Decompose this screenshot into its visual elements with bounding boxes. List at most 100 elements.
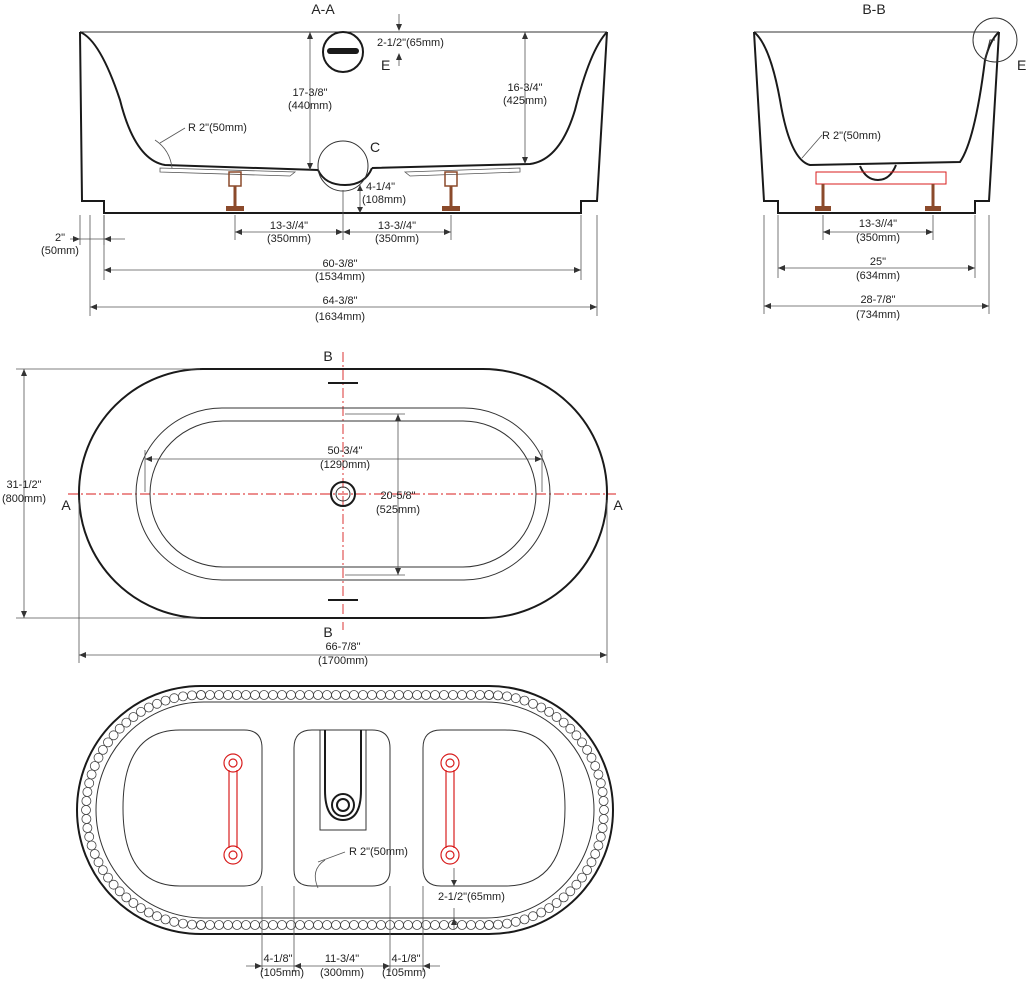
bottom-drain-outer bbox=[331, 793, 355, 817]
flute-bead bbox=[103, 737, 113, 748]
bottom-radius-label: R 2"(50mm) bbox=[349, 846, 408, 858]
flute-bead bbox=[551, 898, 562, 908]
flute-bead bbox=[394, 690, 404, 700]
plan-drain-outer bbox=[330, 481, 356, 507]
flute-bead bbox=[160, 914, 171, 925]
leg-right-label-2: (350mm) bbox=[375, 233, 419, 245]
flute-bead bbox=[448, 690, 458, 700]
flute-bead bbox=[214, 690, 224, 700]
flute-bead bbox=[93, 857, 104, 868]
flute-bead bbox=[536, 907, 547, 918]
flute-bead bbox=[81, 805, 91, 815]
flute-bead bbox=[582, 865, 592, 875]
section-b-label-top: B bbox=[323, 348, 332, 364]
flute-bead bbox=[277, 690, 287, 700]
flute-bead bbox=[82, 787, 93, 797]
detail-c-circle bbox=[317, 140, 369, 192]
flute-bead bbox=[313, 920, 323, 930]
flute-bead bbox=[493, 690, 503, 701]
section-bb-radius-label: R 2"(50mm) bbox=[822, 130, 881, 142]
flute-bead bbox=[89, 761, 100, 771]
flute-bead bbox=[457, 690, 467, 700]
bottom-drain-box bbox=[319, 729, 367, 831]
detail-e-label-bb: E bbox=[1017, 57, 1026, 73]
flute-bead bbox=[205, 690, 215, 700]
bottom-fluted-inner bbox=[95, 701, 595, 919]
base-length-label-2: (1534mm) bbox=[315, 271, 365, 283]
bb-leg-span-label-2: (350mm) bbox=[856, 232, 900, 244]
flute-bead bbox=[135, 903, 146, 913]
flute-bead bbox=[322, 920, 332, 930]
flute-bead bbox=[519, 914, 530, 925]
drain-height-arrows bbox=[357, 185, 363, 213]
flute-bead bbox=[241, 690, 251, 700]
overall-length-label-1: 64-3/8" bbox=[322, 295, 357, 307]
flute-bead bbox=[412, 920, 422, 930]
flute-bead bbox=[331, 920, 341, 930]
center-gap-label-2: (300mm) bbox=[320, 967, 364, 979]
bottom-drain-inner bbox=[336, 798, 350, 812]
flute-bead bbox=[593, 840, 604, 851]
flute-bead bbox=[590, 761, 601, 771]
flute-bead bbox=[403, 920, 413, 930]
edge-offset-label: 2-1/2"(65mm) bbox=[438, 891, 505, 903]
flute-bead bbox=[421, 690, 431, 700]
flute-bead bbox=[178, 918, 188, 929]
overall-depth-label-1: 17-3/8" bbox=[292, 87, 327, 99]
flute-bead bbox=[178, 691, 188, 702]
flute-bead bbox=[214, 920, 224, 930]
base-step-label-1: 2" bbox=[55, 232, 65, 244]
section-bb-title: B-B bbox=[862, 1, 885, 17]
overflow-fitting bbox=[322, 31, 364, 73]
flute-bead bbox=[114, 723, 125, 734]
flute-bead bbox=[502, 691, 512, 702]
section-b-label-bottom: B bbox=[323, 624, 332, 640]
flute-bead bbox=[484, 690, 494, 700]
flute-bead bbox=[466, 690, 476, 700]
flute-bead bbox=[599, 805, 609, 815]
flute-bead bbox=[304, 690, 314, 700]
section-bb-leg-frame bbox=[815, 171, 947, 185]
flute-bead bbox=[385, 690, 395, 700]
flute-bead bbox=[259, 920, 269, 930]
detail-e-label-aa: E bbox=[381, 57, 390, 73]
bottom-radius-leader bbox=[317, 851, 346, 863]
flute-bead bbox=[484, 920, 494, 930]
flute-bead bbox=[349, 690, 359, 700]
flute-bead bbox=[313, 690, 323, 700]
flute-bead bbox=[286, 690, 296, 700]
flute-bead bbox=[394, 920, 404, 930]
plan-length-label-2: (1700mm) bbox=[318, 655, 368, 667]
flute-bead bbox=[86, 769, 97, 780]
flute-bead bbox=[598, 814, 609, 824]
flute-bead bbox=[558, 717, 569, 728]
flute-bead bbox=[241, 920, 251, 930]
bb-overall-width-label-2: (734mm) bbox=[856, 309, 900, 321]
flute-bead bbox=[340, 920, 350, 930]
flute-bead bbox=[466, 920, 476, 930]
flute-bead bbox=[430, 920, 440, 930]
flute-bead bbox=[81, 796, 92, 806]
pad-right-label-1: 4-1/8" bbox=[392, 953, 421, 965]
flute-bead bbox=[169, 693, 180, 704]
flute-bead bbox=[128, 712, 139, 722]
bottom-drain-pipe bbox=[324, 730, 362, 822]
bottom-center-channel bbox=[293, 729, 391, 887]
flute-bead bbox=[98, 865, 108, 875]
leg-right-label-1: 13-3//4" bbox=[378, 220, 416, 232]
flute-bead bbox=[103, 872, 113, 883]
flute-bead bbox=[259, 690, 269, 700]
leg-left-label-1: 13-3//4" bbox=[270, 220, 308, 232]
flute-bead bbox=[457, 920, 467, 930]
plan-inner-rim bbox=[135, 407, 551, 581]
plan-inner-width-label-1: 20-5/8" bbox=[380, 490, 415, 502]
flute-bead bbox=[295, 920, 305, 930]
flute-bead bbox=[304, 920, 314, 930]
flute-bead bbox=[86, 840, 97, 851]
flute-bead bbox=[595, 778, 606, 789]
flute-bead bbox=[121, 717, 132, 728]
plan-drain-inner bbox=[335, 486, 351, 502]
section-bb-legs bbox=[815, 184, 941, 211]
flute-bead bbox=[121, 892, 132, 903]
flute-bead bbox=[475, 920, 485, 930]
